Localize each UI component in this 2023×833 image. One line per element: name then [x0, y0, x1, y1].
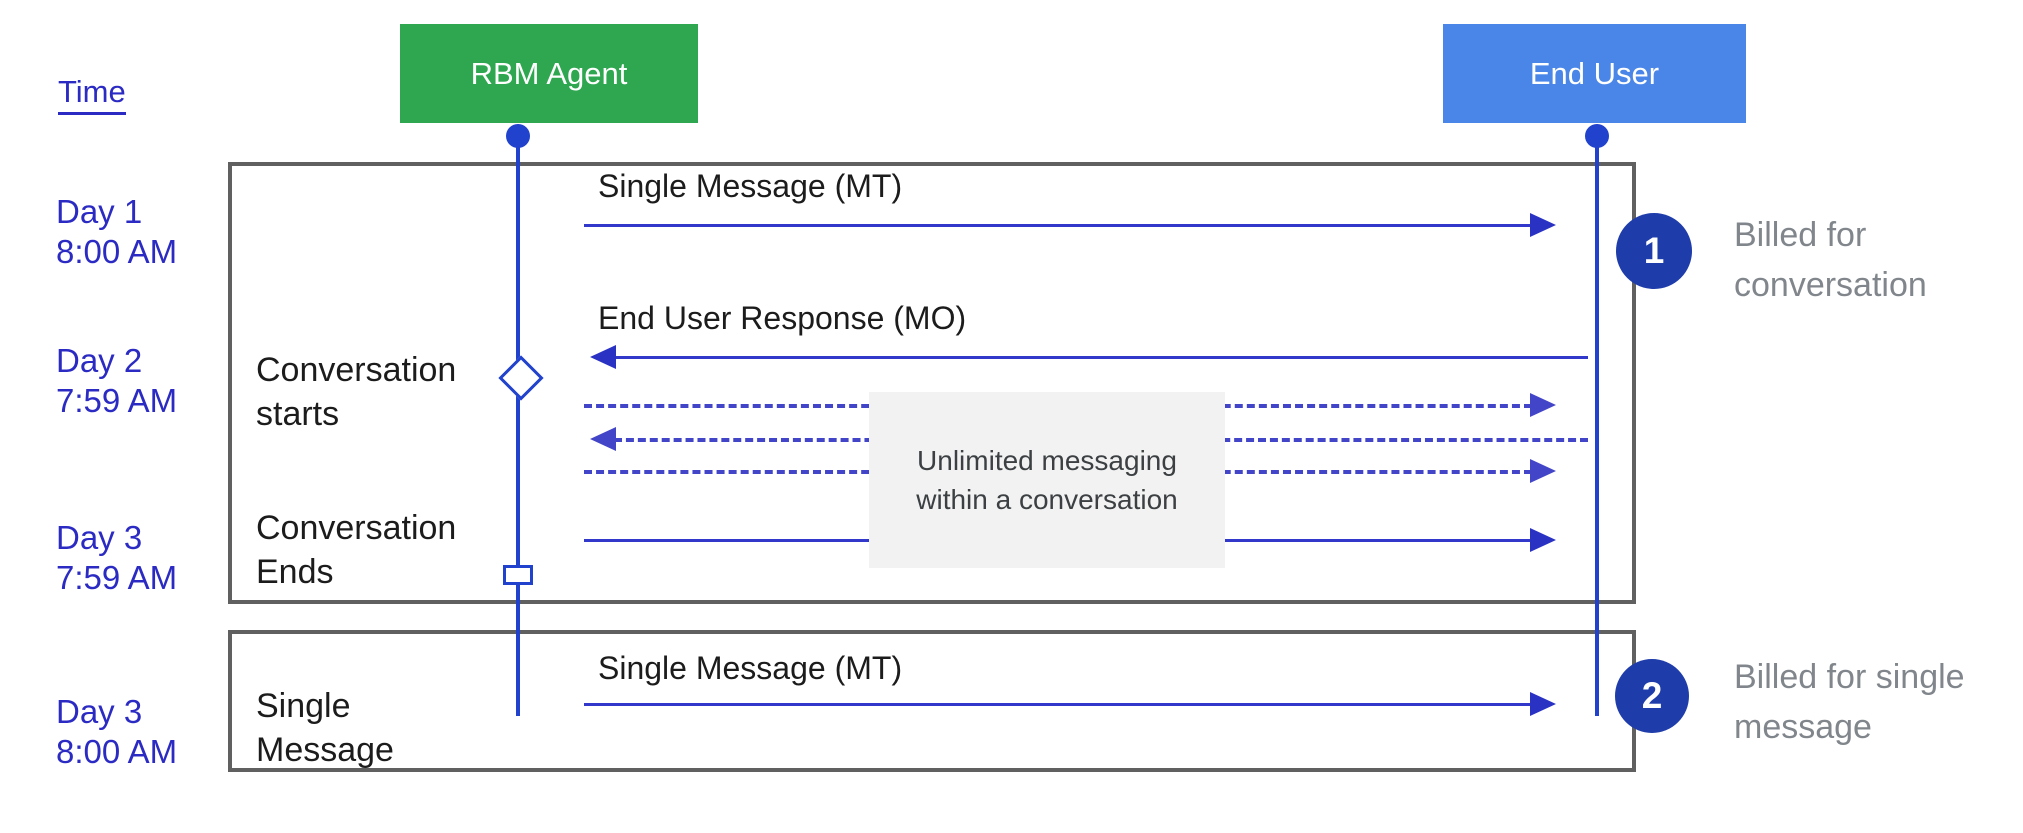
time-axis-label-text: Time [58, 74, 126, 115]
end-user-lifeline [1595, 136, 1599, 716]
conversation-starts-line2: starts [256, 395, 340, 433]
mt-message-label: Single Message (MT) [598, 168, 903, 204]
conversation-starts-label: Conversation starts [256, 348, 456, 436]
unlimited-messaging-note: Unlimited messaging within a conversatio… [869, 392, 1225, 568]
end-user-actor-label: End User [1529, 55, 1660, 91]
rbm-agent-actor-label: RBM Agent [470, 55, 628, 91]
billing-caption-1-line2: conversation [1734, 266, 1927, 304]
arrow-left-icon [590, 345, 616, 369]
billing-badge-2-number: 2 [1641, 675, 1663, 716]
timeline-time: 8:00 AM [56, 733, 178, 770]
timeline-entry-day3-800: Day 3 8:00 AM [56, 692, 177, 772]
arrow-right-icon [1530, 393, 1556, 417]
conversation-ends-line1: Conversation [256, 509, 457, 547]
conversation-end-square-icon [503, 565, 533, 585]
timeline-entry-day2: Day 2 7:59 AM [56, 341, 177, 421]
billing-caption-1-line1: Billed for [1734, 216, 1867, 254]
rbm-agent-actor-box: RBM Agent [400, 24, 698, 123]
timeline-day: Day 1 [56, 193, 143, 230]
single-message-line1: Single [256, 687, 351, 725]
mt-message-2-label: Single Message (MT) [598, 650, 903, 686]
arrow-shaft [614, 356, 1588, 359]
arrow-left-icon [590, 427, 616, 451]
billing-caption-2-line1: Billed for single [1734, 658, 1965, 696]
single-message-line2: Message [256, 731, 394, 769]
single-message-frame [228, 630, 1636, 772]
billing-caption-2: Billed for single message [1734, 652, 1965, 752]
arrow-right-icon [1530, 528, 1556, 552]
time-axis-label: Time [58, 72, 126, 115]
billing-caption-1: Billed for conversation [1734, 210, 1927, 310]
conversation-starts-line1: Conversation [256, 351, 457, 389]
conversation-ends-label: Conversation Ends [256, 506, 456, 594]
end-user-actor-box: End User [1443, 24, 1746, 123]
mo-message-label: End User Response (MO) [598, 300, 967, 336]
timeline-day: Day 2 [56, 342, 143, 379]
timeline-entry-day3-759: Day 3 7:59 AM [56, 518, 177, 598]
arrow-shaft [584, 703, 1532, 706]
billing-badge-1-number: 1 [1643, 230, 1665, 271]
single-message-label: Single Message [256, 684, 394, 772]
arrow-right-icon [1530, 213, 1556, 237]
timeline-time: 7:59 AM [56, 559, 178, 596]
unlimited-messaging-note-line2: within a conversation [916, 484, 1178, 515]
agent-lifeline [516, 136, 520, 716]
arrow-right-icon [1530, 692, 1556, 716]
billing-caption-2-line2: message [1734, 708, 1872, 746]
arrow-right-icon [1530, 459, 1556, 483]
conversation-frame [228, 162, 1636, 604]
timeline-day: Day 3 [56, 519, 143, 556]
end-user-lifeline-dot-icon [1585, 124, 1609, 148]
conversation-ends-line2: Ends [256, 553, 334, 591]
timeline-time: 7:59 AM [56, 382, 178, 419]
timeline-time: 8:00 AM [56, 233, 178, 270]
billing-badge-1: 1 [1616, 213, 1692, 289]
timeline-entry-day1: Day 1 8:00 AM [56, 192, 177, 272]
timeline-day: Day 3 [56, 693, 143, 730]
arrow-shaft [584, 224, 1532, 227]
billing-badge-2: 2 [1615, 659, 1689, 733]
agent-lifeline-dot-icon [506, 124, 530, 148]
unlimited-messaging-note-line1: Unlimited messaging [917, 445, 1177, 476]
